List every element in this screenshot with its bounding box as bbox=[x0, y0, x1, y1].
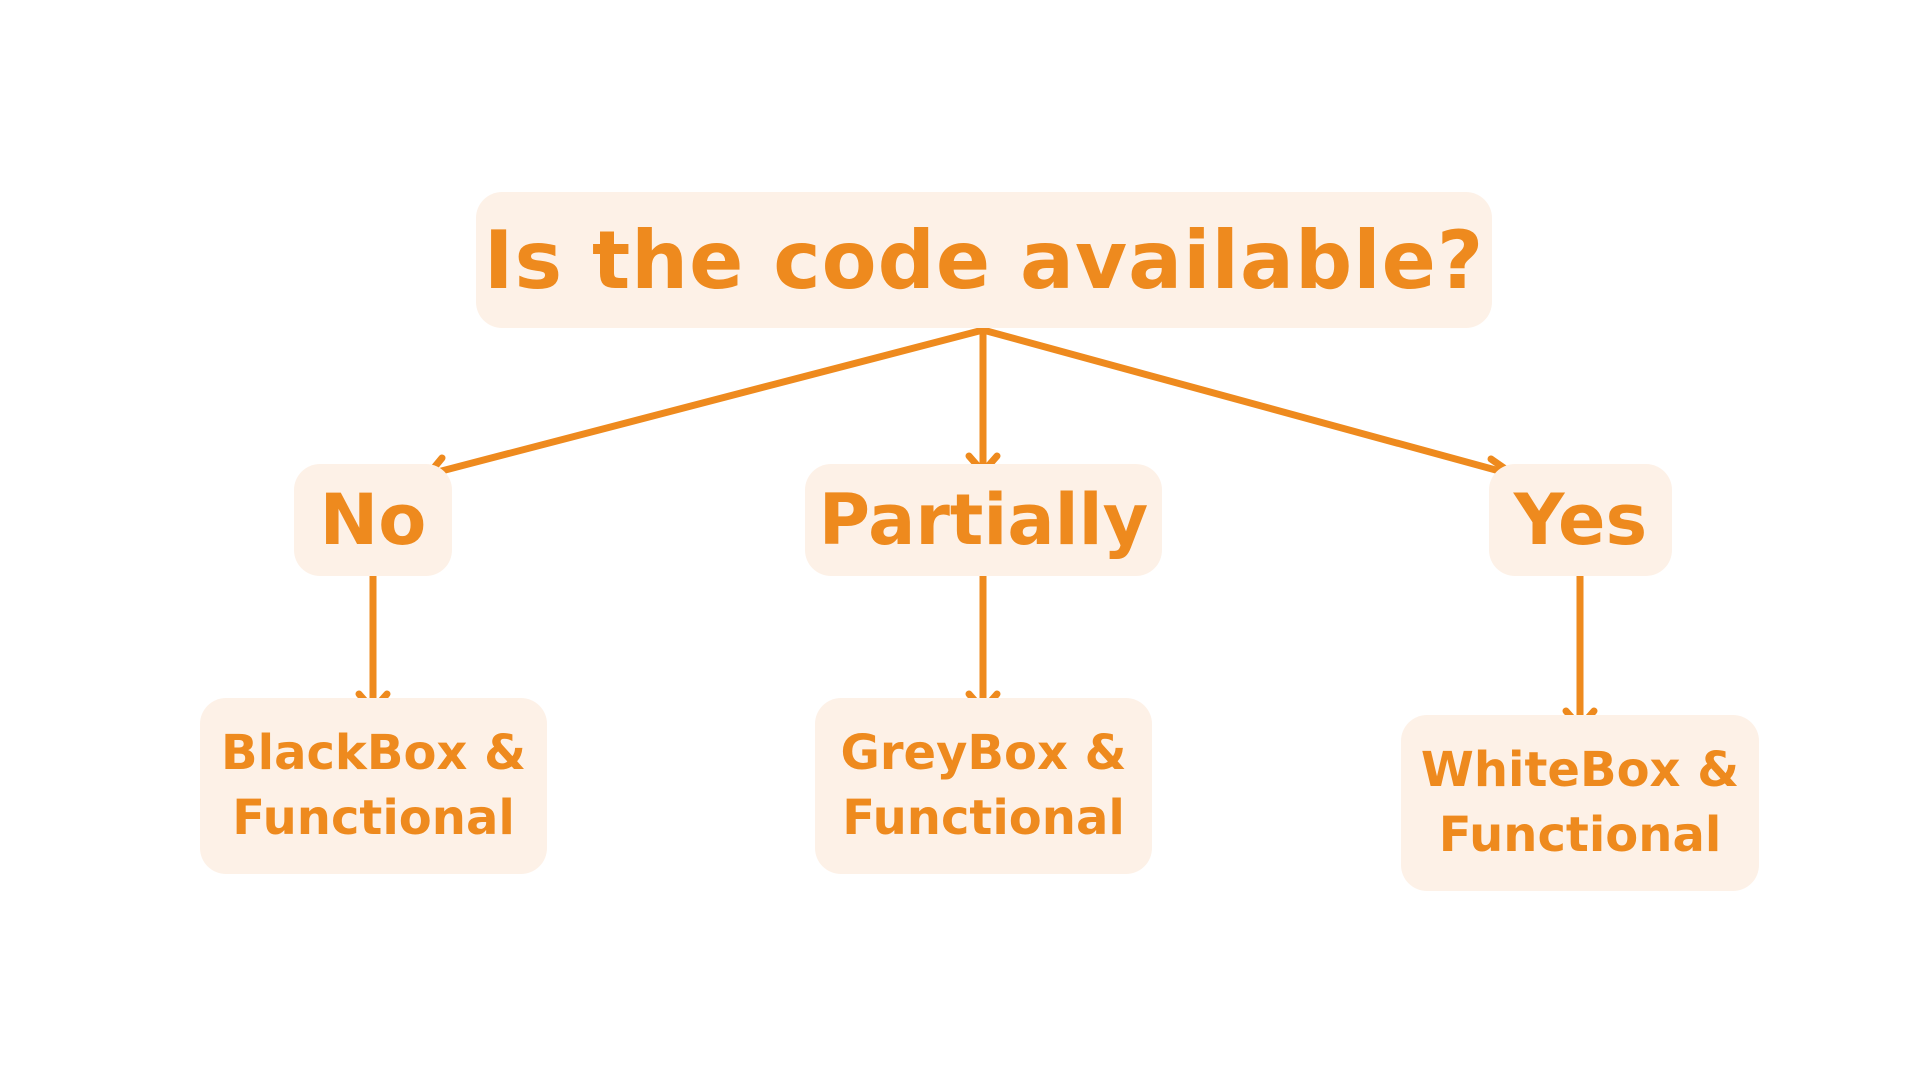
outcome-line-2: Functional bbox=[842, 790, 1125, 846]
outcome-node-whitebox: WhiteBox & Functional bbox=[1401, 715, 1759, 891]
root-question-label: Is the code available? bbox=[483, 213, 1485, 307]
branch-label-no: No bbox=[319, 479, 427, 561]
outcome-line-1: GreyBox & bbox=[840, 725, 1127, 782]
outcome-node-blackbox: BlackBox & Functional bbox=[200, 698, 547, 874]
outcome-line-2: Functional bbox=[1438, 807, 1722, 863]
outcome-node-greybox: GreyBox & Functional bbox=[815, 698, 1152, 874]
outcome-line-1: WhiteBox & bbox=[1420, 742, 1740, 799]
outcome-line-2: Functional bbox=[232, 790, 515, 846]
root-question-node: Is the code available? bbox=[476, 192, 1492, 328]
branch-node-yes: Yes bbox=[1489, 464, 1672, 576]
outcome-line-1: BlackBox & bbox=[221, 725, 526, 782]
branch-node-partially: Partially bbox=[805, 464, 1162, 576]
branch-label-partially: Partially bbox=[818, 479, 1149, 561]
arrow-root-to-yes bbox=[979, 326, 1518, 479]
branch-label-yes: Yes bbox=[1513, 479, 1648, 561]
branch-node-no: No bbox=[294, 464, 452, 576]
arrow-root-to-no bbox=[426, 326, 987, 478]
